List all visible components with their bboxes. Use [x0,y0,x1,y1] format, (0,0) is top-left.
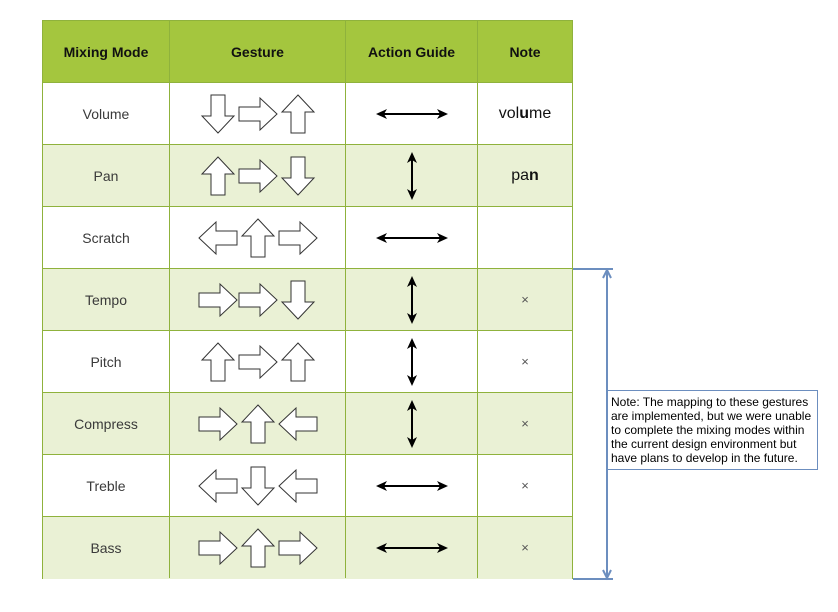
horizontal-double-arrow-icon [375,232,448,243]
note-mark: × [521,354,529,369]
arrow-down-icon [280,280,315,320]
arrow-left-icon [197,468,237,503]
gesture-sequence [170,269,346,330]
table-row: Bass × [43,517,572,579]
action-guide [346,269,478,330]
arrow-up-icon [200,155,235,195]
note-mark: × [521,540,529,555]
action-guide [346,145,478,206]
arrow-up-icon [280,341,315,381]
action-guide [346,207,478,268]
table-row: Treble × [43,455,572,517]
bracket-arrow-down-icon [602,569,612,581]
gesture-sequence [170,331,346,392]
arrow-right-icon [238,282,278,317]
arrow-up-icon [240,217,275,257]
vertical-double-arrow-icon [406,151,417,200]
gesture-sequence [170,517,346,578]
header-gesture: Gesture [170,21,346,82]
note-text-part: vol [498,104,520,122]
action-guide [346,517,478,578]
mixing-mode-label: Tempo [43,269,170,330]
gesture-mapping-table: Mixing Mode Gesture Action Guide Note Vo… [42,20,573,579]
arrow-down-icon [240,466,275,506]
mixing-mode-label: Compress [43,393,170,454]
note-mark: × [521,292,529,307]
action-guide [346,83,478,144]
arrow-left-icon [277,406,317,441]
note-text-part: pa [511,166,529,184]
vertical-double-arrow-icon [406,399,417,448]
arrow-up-icon [240,527,275,567]
mixing-mode-label: Pan [43,145,170,206]
gesture-sequence [170,393,346,454]
header-mixing-mode: Mixing Mode [43,21,170,82]
header-action-guide: Action Guide [346,21,478,82]
note-text-bold-part: u [519,104,529,122]
note-mark [478,207,572,268]
table-row: Pitch × [43,331,572,393]
action-guide [346,455,478,516]
arrow-down-icon [200,94,235,134]
note-text-bold-part: n [529,166,539,184]
note-text-part: me [529,104,552,122]
mixing-mode-label: Volume [43,83,170,144]
horizontal-double-arrow-icon [375,480,448,491]
arrow-down-icon [280,156,315,196]
note-mark: × [521,416,529,431]
arrow-right-icon [278,220,318,255]
vertical-double-arrow-icon [406,337,417,386]
gesture-sequence [170,145,346,206]
arrow-right-icon [198,406,238,441]
mixing-mode-label: Scratch [43,207,170,268]
vertical-double-arrow-icon [406,275,417,324]
arrow-up-icon [240,403,275,443]
bracket-arrow-up-icon [602,268,612,279]
arrow-right-icon [238,158,278,193]
action-guide [346,331,478,392]
table-header-row: Mixing Mode Gesture Action Guide Note [43,21,572,83]
table-row: Tempo × [43,269,572,331]
mixing-mode-label: Bass [43,517,170,578]
horizontal-double-arrow-icon [375,542,448,553]
table-row: Compress × [43,393,572,455]
arrow-right-icon [238,96,278,131]
side-note: Note: The mapping to these gestures are … [607,390,818,470]
arrow-left-icon [197,220,237,255]
header-note: Note [509,43,541,60]
note-mark: × [521,478,529,493]
mixing-mode-label: Pitch [43,331,170,392]
gesture-sequence [170,83,346,144]
arrow-up-icon [200,341,235,381]
gesture-sequence [170,207,346,268]
arrow-left-icon [277,468,317,503]
arrow-right-icon [278,530,318,565]
mixing-mode-label: Treble [43,455,170,516]
table-row: Scratch [43,207,572,269]
arrow-up-icon [280,93,315,133]
arrow-right-icon [198,282,238,317]
action-guide [346,393,478,454]
horizontal-double-arrow-icon [375,108,448,119]
gesture-sequence [170,455,346,516]
arrow-right-icon [198,530,238,565]
arrow-right-icon [238,344,278,379]
